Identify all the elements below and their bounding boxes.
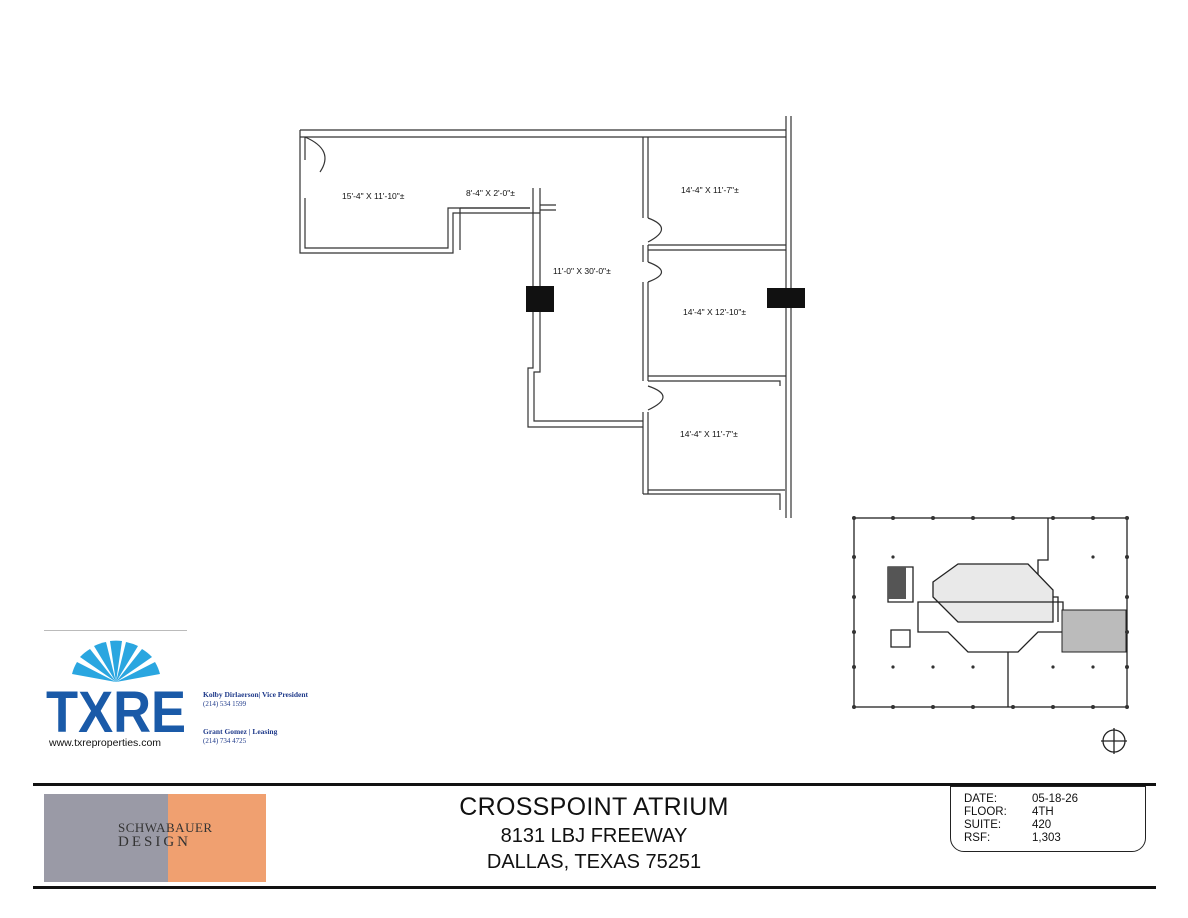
- room-label-reception: 11'-0" X 30'-0"±: [553, 266, 611, 276]
- contact-secondary-phone[interactable]: (214) 734 4725: [203, 737, 247, 745]
- contact-primary: Kolby Dirlaerson| Vice President (214) 5…: [203, 690, 308, 709]
- building-name: CROSSPOINT ATRIUM: [459, 793, 729, 821]
- logo-text: TXRE: [46, 680, 186, 738]
- info-row-rsf: RSF: 1,303: [964, 832, 1145, 845]
- designer-logo-text: SCHWABAUER DESIGN: [118, 820, 213, 850]
- txre-logo: TXRE: [46, 640, 186, 738]
- info-row-date: DATE: 05-18-26: [964, 793, 1145, 806]
- info-key: DATE:: [964, 793, 998, 805]
- designer-logo-line1: SCHWABAUER: [118, 820, 213, 835]
- info-value: 1,303: [1032, 832, 1061, 844]
- info-key: RSF:: [964, 832, 991, 844]
- title-block-bottom-rule: [33, 886, 1156, 889]
- info-value: 420: [1032, 819, 1052, 831]
- north-arrow-icon: [1101, 728, 1127, 754]
- contact-secondary-name: Grant Gomez | Leasing: [203, 727, 278, 736]
- room-label-office-e: 14'-4" X 12'-10"±: [683, 307, 746, 317]
- contact-primary-name: Kolby Dirlaerson| Vice President: [203, 690, 309, 699]
- designer-logo-line2: DESIGN: [118, 834, 191, 850]
- suite-info-box: DATE: 05-18-26 FLOOR: 4TH SUITE: 420 RSF: 1,…: [950, 786, 1146, 852]
- room-label-office-se: 14'-4" X 11'-7"±: [680, 429, 738, 439]
- room-label-office-ne: 14'-4" X 11'-7"±: [681, 185, 739, 195]
- info-key: FLOOR:: [964, 806, 1007, 818]
- info-row-floor: FLOOR: 4TH: [964, 806, 1145, 819]
- building-address: 8131 LBJ FREEWAY: [500, 825, 688, 847]
- info-value: 05-18-26: [1032, 793, 1079, 805]
- designer-logo-orange: [168, 794, 266, 882]
- contact-secondary: Grant Gomez | Leasing (214) 734 4725: [203, 727, 277, 746]
- contact-primary-phone[interactable]: (214) 534 1599: [203, 700, 247, 708]
- designer-logo-gray: [44, 794, 168, 882]
- building-city: DALLAS, TEXAS 75251: [486, 851, 702, 873]
- key-plan: [852, 516, 1129, 709]
- info-key: SUITE:: [964, 819, 1002, 831]
- info-row-suite: SUITE: 420: [964, 819, 1145, 832]
- info-value: 4TH: [1032, 806, 1054, 818]
- logo-website[interactable]: www.txreproperties.com: [49, 737, 162, 749]
- logo-divider: [44, 630, 187, 631]
- room-label-office-west: 15'-4" X 11'-10"±: [342, 191, 405, 201]
- title-block-top-rule: [33, 783, 1156, 786]
- room-label-closet: 8'-4" X 2'-0"±: [466, 188, 515, 198]
